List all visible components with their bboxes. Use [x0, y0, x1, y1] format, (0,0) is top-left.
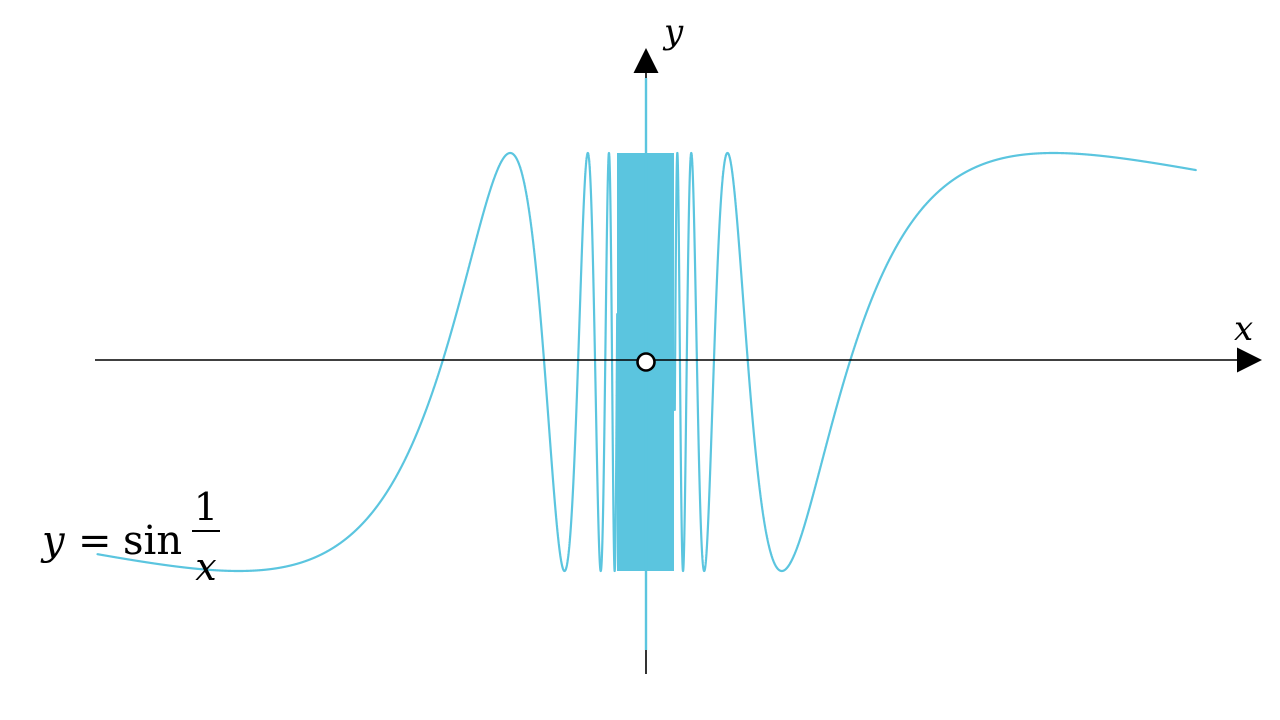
- origin-hole-marker: [636, 352, 656, 372]
- equation-numerator: 1: [194, 485, 218, 529]
- equation-denominator: x: [195, 545, 216, 589]
- x-axis-arrow-icon: [1237, 347, 1262, 373]
- function-curve: [96, 151, 1197, 573]
- equation-equals: =: [78, 518, 112, 564]
- y-axis-arrow-icon: [633, 48, 659, 73]
- y-axis-label: y: [662, 12, 684, 52]
- x-axis-label: x: [1234, 309, 1253, 349]
- equation-func: sin: [123, 518, 182, 564]
- equation-lhs: y: [40, 518, 66, 564]
- curve-equation-label: y = sin 1 x: [40, 485, 220, 589]
